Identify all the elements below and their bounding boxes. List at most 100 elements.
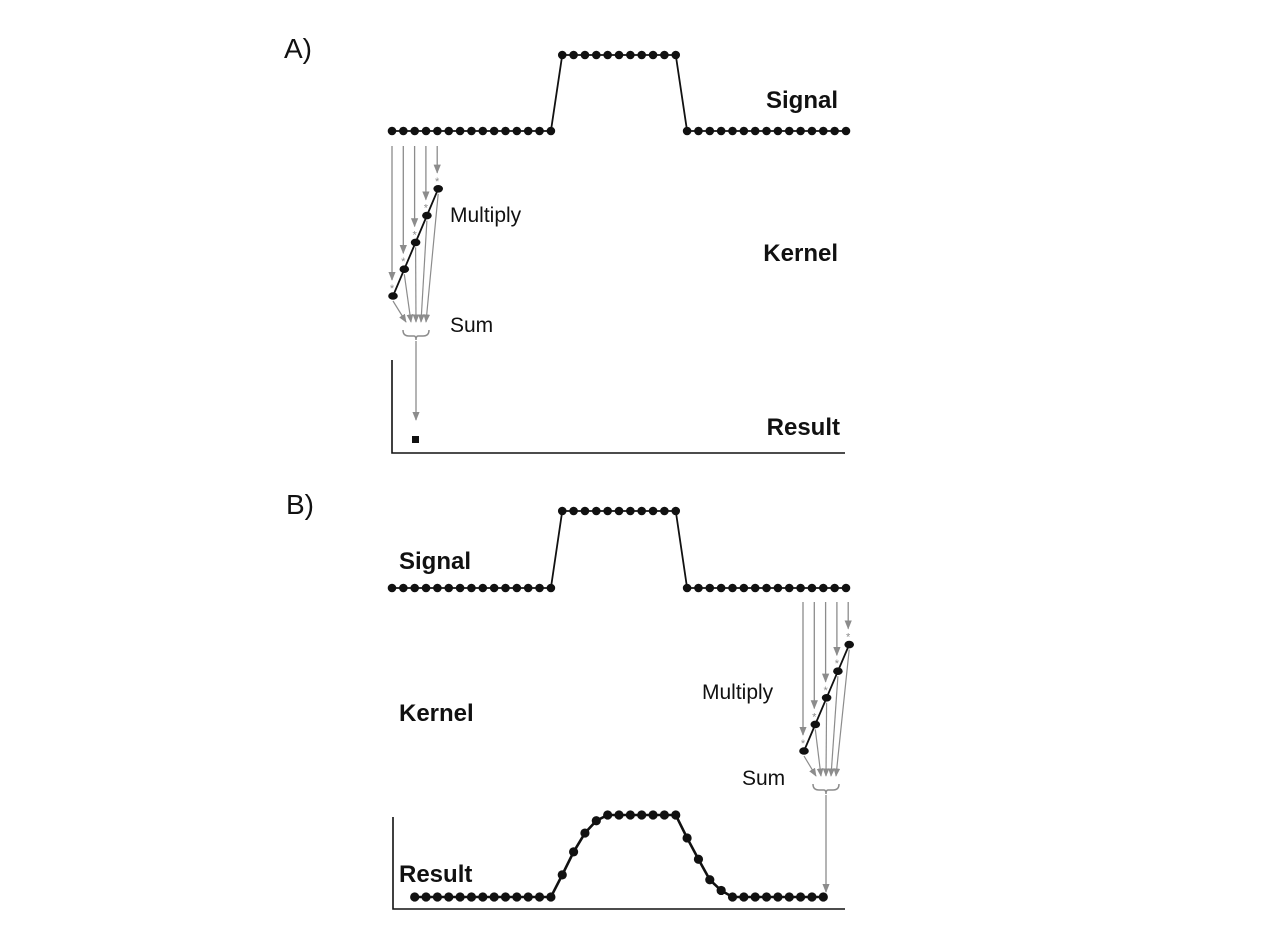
panel-a-signal-point (467, 126, 476, 136)
panel-b-signal-point (410, 583, 420, 593)
panel-a-signal-point (410, 126, 420, 136)
panel-a-signal-point (501, 126, 510, 136)
panel-a-signal-point (580, 50, 590, 60)
panel-a-signal-point (523, 126, 533, 136)
panel-b-result-point (432, 892, 442, 902)
panel-b-signal-point (387, 583, 397, 593)
panel-b-result-point (591, 816, 601, 826)
panel-b-signal-point (819, 583, 828, 593)
panel-b-signal-point (773, 583, 783, 593)
panel-a-signal-point (830, 126, 839, 136)
panel-b-signal-point (512, 583, 522, 593)
panel-b-result-point (500, 892, 511, 902)
panel-b-signal-point (762, 583, 771, 593)
panel-a-signal-point (739, 126, 749, 136)
panel-a-signal-point (671, 50, 681, 60)
panel-b-signal-point (421, 583, 431, 593)
panel-b-result-line (414, 813, 824, 899)
panel-a-signal-point (489, 126, 499, 136)
panel-b-kernel-point (810, 720, 821, 729)
panel-a-signal-label: Signal (766, 87, 838, 114)
panel-b-result-point (489, 892, 499, 902)
panel-b-multiply-asterisk-icon: * (812, 711, 817, 723)
panel-b-result-point (705, 875, 715, 885)
panel-a-kernel-label: Kernel (763, 240, 838, 267)
panel-a-kernel-point (410, 238, 421, 247)
panel-b-kernel-point (799, 747, 809, 755)
panel-b-result-point (421, 892, 431, 902)
panel-a-signal-point (603, 50, 612, 60)
panel-b-signal-point (444, 583, 454, 593)
panel-b-signal-point (739, 583, 749, 593)
panel-b-result-point (523, 892, 533, 902)
panel-b-signal-point (489, 583, 499, 593)
panel-a-signal-point (819, 126, 828, 136)
panel-b-result-point (410, 892, 420, 902)
panel-b-result-point (557, 870, 567, 880)
panel-b-signal-point (671, 506, 681, 516)
panel-a-signal-point (841, 126, 851, 136)
panel-a-signal-point (421, 126, 431, 136)
panel-b-signal-point (501, 583, 510, 593)
panel-a-kernel-point (388, 292, 398, 300)
panel-b-result-point (614, 810, 624, 820)
panel-b-result-point (546, 892, 556, 902)
panel-b-result-point (682, 833, 692, 843)
panel-b-result-point (603, 810, 613, 820)
panel-a-sum-arrow (418, 220, 428, 323)
panel-b-multiply-asterisk-icon: * (801, 738, 806, 750)
panel-b-result-point (659, 810, 670, 820)
panel-b-signal-point (660, 506, 669, 516)
panel-b-result-label: Result (399, 861, 472, 888)
panel-b-signal-point (603, 506, 612, 516)
panel-b-signal-point (478, 583, 488, 593)
panel-b-kernel-label: Kernel (399, 700, 474, 727)
panel-b-signal-point (523, 583, 533, 593)
panel-b-result-point (625, 810, 635, 820)
panel-b-signal-point (546, 583, 556, 593)
panel-a-sum-label: Sum (450, 314, 493, 337)
panel-b-result-point (444, 892, 454, 902)
panel-b-signal-point (716, 583, 726, 593)
panel-a-multiply-asterisk-icon: * (424, 203, 429, 215)
panel-a-signal-point (716, 126, 726, 136)
panel-b-label: B) (286, 489, 314, 520)
panel-a-sum-arrow (392, 300, 407, 323)
panel-b-signal-point (557, 506, 567, 516)
panel-b-result-axes (392, 817, 845, 910)
panel-b-signal-point (399, 583, 408, 593)
panel-b-result-point (773, 892, 783, 902)
panel-a-signal-point (614, 50, 624, 60)
panel-b-signal-point (728, 583, 737, 593)
panel-b-signal-point (535, 583, 544, 593)
panel-a-signal-point (569, 50, 578, 60)
panel-b-kernel-point (844, 640, 854, 649)
panel-a-multiply-asterisk-icon: * (390, 283, 395, 295)
panel-b-result-point (671, 810, 681, 820)
panel-b-signal-point (467, 583, 476, 593)
panel-b-signal-point (796, 583, 805, 593)
panel-b-result-point (580, 828, 590, 838)
panel-b-sum-brace-icon (812, 783, 840, 795)
panel-a-signal-point (557, 50, 567, 60)
panel-a-signal-point (694, 126, 703, 136)
panel-b-result-point (739, 892, 749, 902)
panel-b-multiply-asterisk-icon: * (823, 685, 828, 697)
panel-b-result-point (478, 892, 488, 902)
panel-a-signal-point (399, 126, 408, 136)
panel-b-result-point (727, 892, 738, 902)
panel-b-result-point (761, 892, 772, 902)
panel-a-signal-point (796, 126, 805, 136)
panel-b-result-point (534, 892, 545, 902)
panel-b-multiply-asterisk-icon: * (846, 632, 851, 644)
panel-b-sum-arrow (803, 755, 817, 777)
panel-b-kernel-point (821, 694, 832, 702)
panel-a-signal-point (637, 50, 646, 60)
panel-b-sum-label: Sum (742, 767, 785, 790)
panel-b-signal-point (580, 506, 590, 516)
panel-a-signal-point (728, 126, 737, 136)
panel-a-signal-point (705, 126, 715, 136)
panel-b-sum-arrow (828, 676, 839, 777)
panel-b-result-point (750, 892, 760, 902)
